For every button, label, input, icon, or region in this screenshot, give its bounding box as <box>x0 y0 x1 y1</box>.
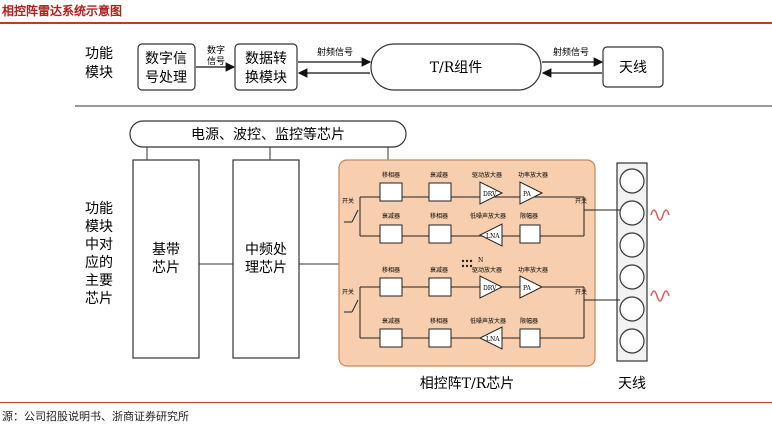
if-chip-box <box>232 159 300 359</box>
svg-text:衰减器: 衰减器 <box>382 317 400 325</box>
baseband-chip-box <box>132 159 200 359</box>
source-note: 源：公司招股说明书、浙商证券研究所 <box>2 410 189 423</box>
svg-text:开关: 开关 <box>575 197 587 205</box>
tr-chip-panel <box>338 159 596 367</box>
svg-text:低噪声放大器: 低噪声放大器 <box>470 317 506 325</box>
tr-module-label: T/R组件 <box>430 60 483 76</box>
svg-text:LNA: LNA <box>486 336 500 343</box>
antenna-array-label: 天线 <box>618 376 646 392</box>
edge-label-digital-2: 信号 <box>207 55 225 67</box>
antenna-box <box>602 46 664 88</box>
ellipsis-dots <box>461 259 473 268</box>
if-chip-label-2: 理芯片 <box>245 260 287 276</box>
antenna-label: 天线 <box>619 60 647 76</box>
edge-label-rf1: 射频信号 <box>317 46 353 58</box>
baseband-chip-label-2: 芯片 <box>152 260 180 276</box>
svg-text:中对: 中对 <box>85 237 113 253</box>
svg-text:主要: 主要 <box>85 273 113 289</box>
svg-text:应的: 应的 <box>85 254 113 271</box>
svg-text:移相器: 移相器 <box>430 212 448 220</box>
edge-label-rf2: 射频信号 <box>553 46 589 58</box>
tr-chip-label: 相控阵T/R芯片 <box>420 376 515 392</box>
antenna-elements <box>619 168 645 354</box>
data-convert-label-2: 换模块 <box>245 69 287 86</box>
bottom-row-label: 功能 模块 中对 应的 主要 芯片 <box>85 201 113 307</box>
svg-text:功率放大器: 功率放大器 <box>518 266 548 274</box>
svg-text:限幅器: 限幅器 <box>520 317 538 325</box>
svg-text:开关: 开关 <box>342 288 354 296</box>
top-row-label-1: 功能 <box>85 46 113 62</box>
data-convert-box <box>234 43 298 91</box>
channel-count: N <box>478 257 483 264</box>
svg-text:衰减器: 衰减器 <box>382 212 400 220</box>
svg-text:开关: 开关 <box>575 288 587 296</box>
baseband-chip-label-1: 基带 <box>152 241 180 258</box>
edge-label-digital-1: 数字 <box>207 44 225 56</box>
power-bus-box <box>129 120 407 148</box>
if-chip-label-1: 中频处 <box>245 242 287 258</box>
svg-text:低噪声放大器: 低噪声放大器 <box>470 212 506 220</box>
tr-channel-1: 开关 移相器 衰减器 驱动放大器 DRV 功率放大器 PA 衰减器 移相器 低噪… <box>342 171 592 247</box>
digital-signal-label-1: 数字信 <box>145 51 187 67</box>
svg-text:模块: 模块 <box>85 219 113 235</box>
source-rule <box>0 402 772 403</box>
svg-text:功率放大器: 功率放大器 <box>518 171 548 179</box>
svg-text:LNA: LNA <box>486 233 500 240</box>
svg-text:DRV: DRV <box>483 191 497 198</box>
svg-text:PA: PA <box>523 285 531 292</box>
svg-text:开关: 开关 <box>342 197 354 205</box>
top-row-label-2: 模块 <box>85 65 113 81</box>
svg-text:驱动放大器: 驱动放大器 <box>472 266 502 274</box>
data-convert-label-1: 数据转 <box>245 51 287 67</box>
svg-text:驱动放大器: 驱动放大器 <box>472 171 502 179</box>
title-rule <box>0 22 772 24</box>
antenna-array-panel <box>616 162 648 362</box>
tr-channel-2: 开关 移相器 衰减器 驱动放大器 DRV 功率放大器 PA 衰减器 移相器 低噪… <box>342 266 592 350</box>
svg-text:DRV: DRV <box>483 285 497 292</box>
svg-text:PA: PA <box>523 191 531 198</box>
rf-wave-icon-2 <box>650 290 670 302</box>
svg-text:衰减器: 衰减器 <box>430 266 448 274</box>
svg-text:衰减器: 衰减器 <box>430 171 448 179</box>
svg-text:移相器: 移相器 <box>382 266 400 274</box>
power-bus-label: 电源、波控、监控等芯片 <box>191 126 345 143</box>
tr-module-box <box>370 43 542 91</box>
svg-text:移相器: 移相器 <box>430 317 448 325</box>
svg-text:限幅器: 限幅器 <box>520 212 538 220</box>
svg-text:移相器: 移相器 <box>382 171 400 179</box>
svg-text:功能: 功能 <box>85 201 113 217</box>
page-title: 相控阵雷达系统示意图 <box>2 4 123 18</box>
digital-signal-label-2: 号处理 <box>145 70 187 86</box>
digital-signal-box <box>137 43 196 91</box>
rf-wave-icon-1 <box>650 209 670 221</box>
svg-text:芯片: 芯片 <box>85 291 113 307</box>
